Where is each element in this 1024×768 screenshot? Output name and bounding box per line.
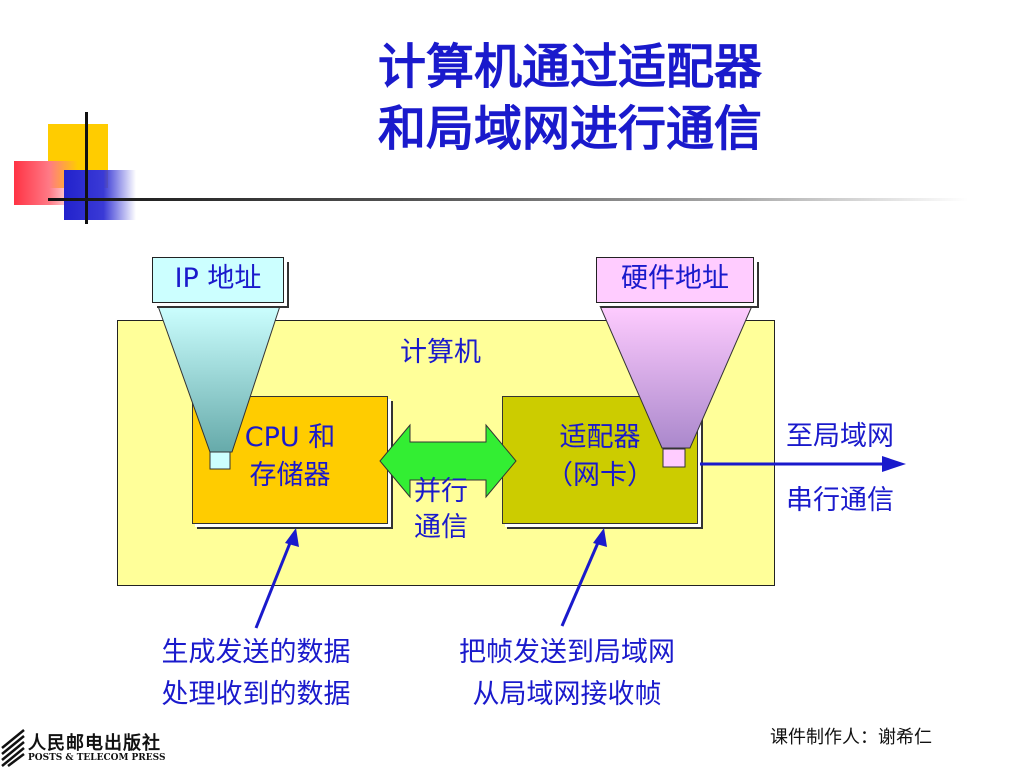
hardware-address-tag: 硬件地址	[596, 257, 754, 303]
slide-title: 计算机通过适配器 和局域网进行通信	[300, 36, 840, 160]
adapter-role-text: 把帧发送到局域网 从局域网接收帧	[418, 632, 716, 716]
ip-address-cone	[157, 305, 281, 453]
publisher-logo-icon	[1, 729, 25, 767]
ip-address-port	[209, 451, 231, 470]
parallel-comm-line2: 通信	[414, 512, 468, 543]
adapter-label-line1: 适配器	[559, 422, 641, 453]
parallel-comm-arrow	[379, 423, 517, 499]
publisher-name: 人民邮电出版社	[28, 733, 161, 754]
cpu-role-pointer	[254, 537, 294, 629]
adapter-role-line1: 把帧发送到局域网	[459, 637, 675, 668]
author-credit: 课件制作人：谢希仁	[770, 727, 932, 748]
ip-address-tag: IP 地址	[152, 257, 284, 303]
parallel-comm-line1: 并行	[414, 476, 468, 507]
cpu-role-line2: 处理收到的数据	[161, 679, 351, 710]
adapter-role-pointer	[560, 537, 602, 627]
cpu-role-line1: 生成发送的数据	[161, 637, 351, 668]
cpu-label-line1: CPU 和	[244, 422, 336, 453]
computer-label: 计算机	[400, 337, 481, 368]
cpu-role-text: 生成发送的数据 处理收到的数据	[120, 632, 392, 716]
parallel-comm-label: 并行 通信	[406, 474, 476, 546]
serial-comm-label: 串行通信	[786, 485, 894, 516]
adapter-label-line2: （网卡）	[546, 460, 654, 491]
adapter-role-pointer-head	[593, 528, 607, 547]
slide-title-line2: 和局域网进行通信	[377, 101, 762, 157]
publisher-name-en: POSTS & TELECOM PRESS	[28, 753, 166, 763]
to-lan-arrowhead	[882, 456, 906, 472]
to-lan-label: 至局域网	[786, 421, 894, 452]
slide-title-line1: 计算机通过适配器	[377, 39, 762, 95]
hardware-address-cone	[599, 305, 753, 449]
adapter-role-line2: 从局域网接收帧	[472, 679, 662, 710]
title-deco-vertical-line	[85, 112, 88, 224]
cpu-label-line2: 存储器	[249, 460, 331, 491]
cpu-role-pointer-head	[285, 528, 299, 547]
hardware-address-port	[662, 448, 686, 468]
title-underline	[48, 198, 968, 201]
title-deco-blue-bar	[64, 170, 136, 220]
